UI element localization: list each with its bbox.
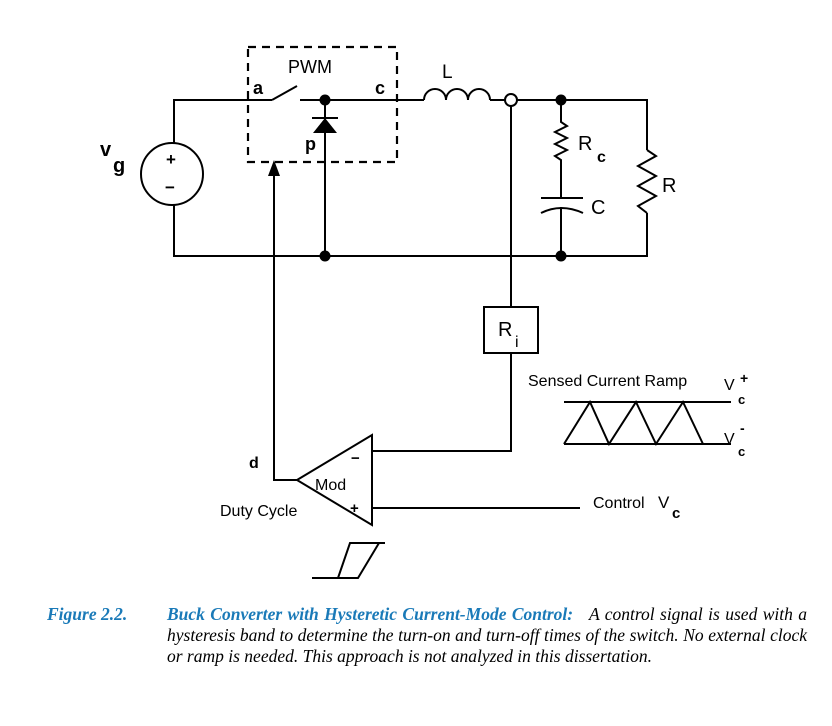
figure-caption: Figure 2.2. Buck Converter with Hysteret… <box>47 604 807 667</box>
current-sensor <box>504 93 518 107</box>
hysteresis-icon <box>312 542 385 579</box>
capacitor <box>540 197 584 256</box>
inductor <box>423 88 491 101</box>
switch-blade <box>271 85 298 101</box>
wire-sense-to-comparator <box>372 353 512 452</box>
figure-number: Figure 2.2. <box>47 604 128 624</box>
source-plus: + <box>166 150 176 169</box>
vc-minus-sub: c <box>738 444 745 459</box>
esr-label: R <box>578 133 592 155</box>
vc-plus-sup: + <box>740 370 748 386</box>
caption-body: A control signal is used with a hysteres… <box>167 604 807 666</box>
source-minus: − <box>165 178 175 197</box>
ramp-waveform <box>563 399 704 447</box>
wire-top-left <box>173 99 272 143</box>
junction-bottom-diode <box>319 250 331 262</box>
control-v: V <box>658 493 670 512</box>
esr-label-sub: c <box>597 149 606 166</box>
modulator-label: Mod <box>315 477 346 494</box>
diode <box>312 100 338 256</box>
capacitor-label: C <box>591 197 605 219</box>
load-resistor <box>635 149 659 214</box>
duty-symbol: d <box>249 455 259 472</box>
modulator-comparator <box>295 433 373 527</box>
figure-title: Buck Converter with Hysteretic Current-M… <box>167 604 574 624</box>
duty-label: Duty Cycle <box>220 503 297 520</box>
sense-resistor-label-sub: i <box>515 334 519 351</box>
node-p-label: p <box>305 134 316 154</box>
sense-resistor-label: R <box>498 319 512 341</box>
wire-bottom <box>173 205 648 257</box>
inductor-label: L <box>442 62 453 83</box>
comparator-minus: − <box>351 450 360 467</box>
vc-plus-sub: c <box>738 392 745 407</box>
comparator-plus: + <box>350 500 359 517</box>
vc-minus-label: V <box>724 431 735 448</box>
source-label-sub: g <box>113 155 125 177</box>
voltage-source: + − <box>140 142 204 206</box>
load-label: R <box>662 175 676 197</box>
esr-resistor <box>552 100 570 198</box>
control-label: Control <box>593 495 645 512</box>
pwm-switch-box <box>246 45 399 164</box>
caption-text: Buck Converter with Hysteretic Current-M… <box>167 604 807 667</box>
vc-minus-sup: - <box>740 420 745 436</box>
buck-converter-diagram: + − v g PWM a c p L R c C R R i <box>100 45 748 579</box>
source-label: v <box>100 139 112 161</box>
node-c-label: c <box>375 78 385 98</box>
vc-plus-label: V <box>724 377 735 394</box>
control-v-sub: c <box>672 505 680 522</box>
ramp-title: Sensed Current Ramp <box>528 373 687 390</box>
duty-arrow-icon <box>268 160 280 176</box>
node-a-label: a <box>253 78 264 98</box>
pwm-label: PWM <box>288 57 332 77</box>
wire-duty-cycle <box>273 172 297 481</box>
